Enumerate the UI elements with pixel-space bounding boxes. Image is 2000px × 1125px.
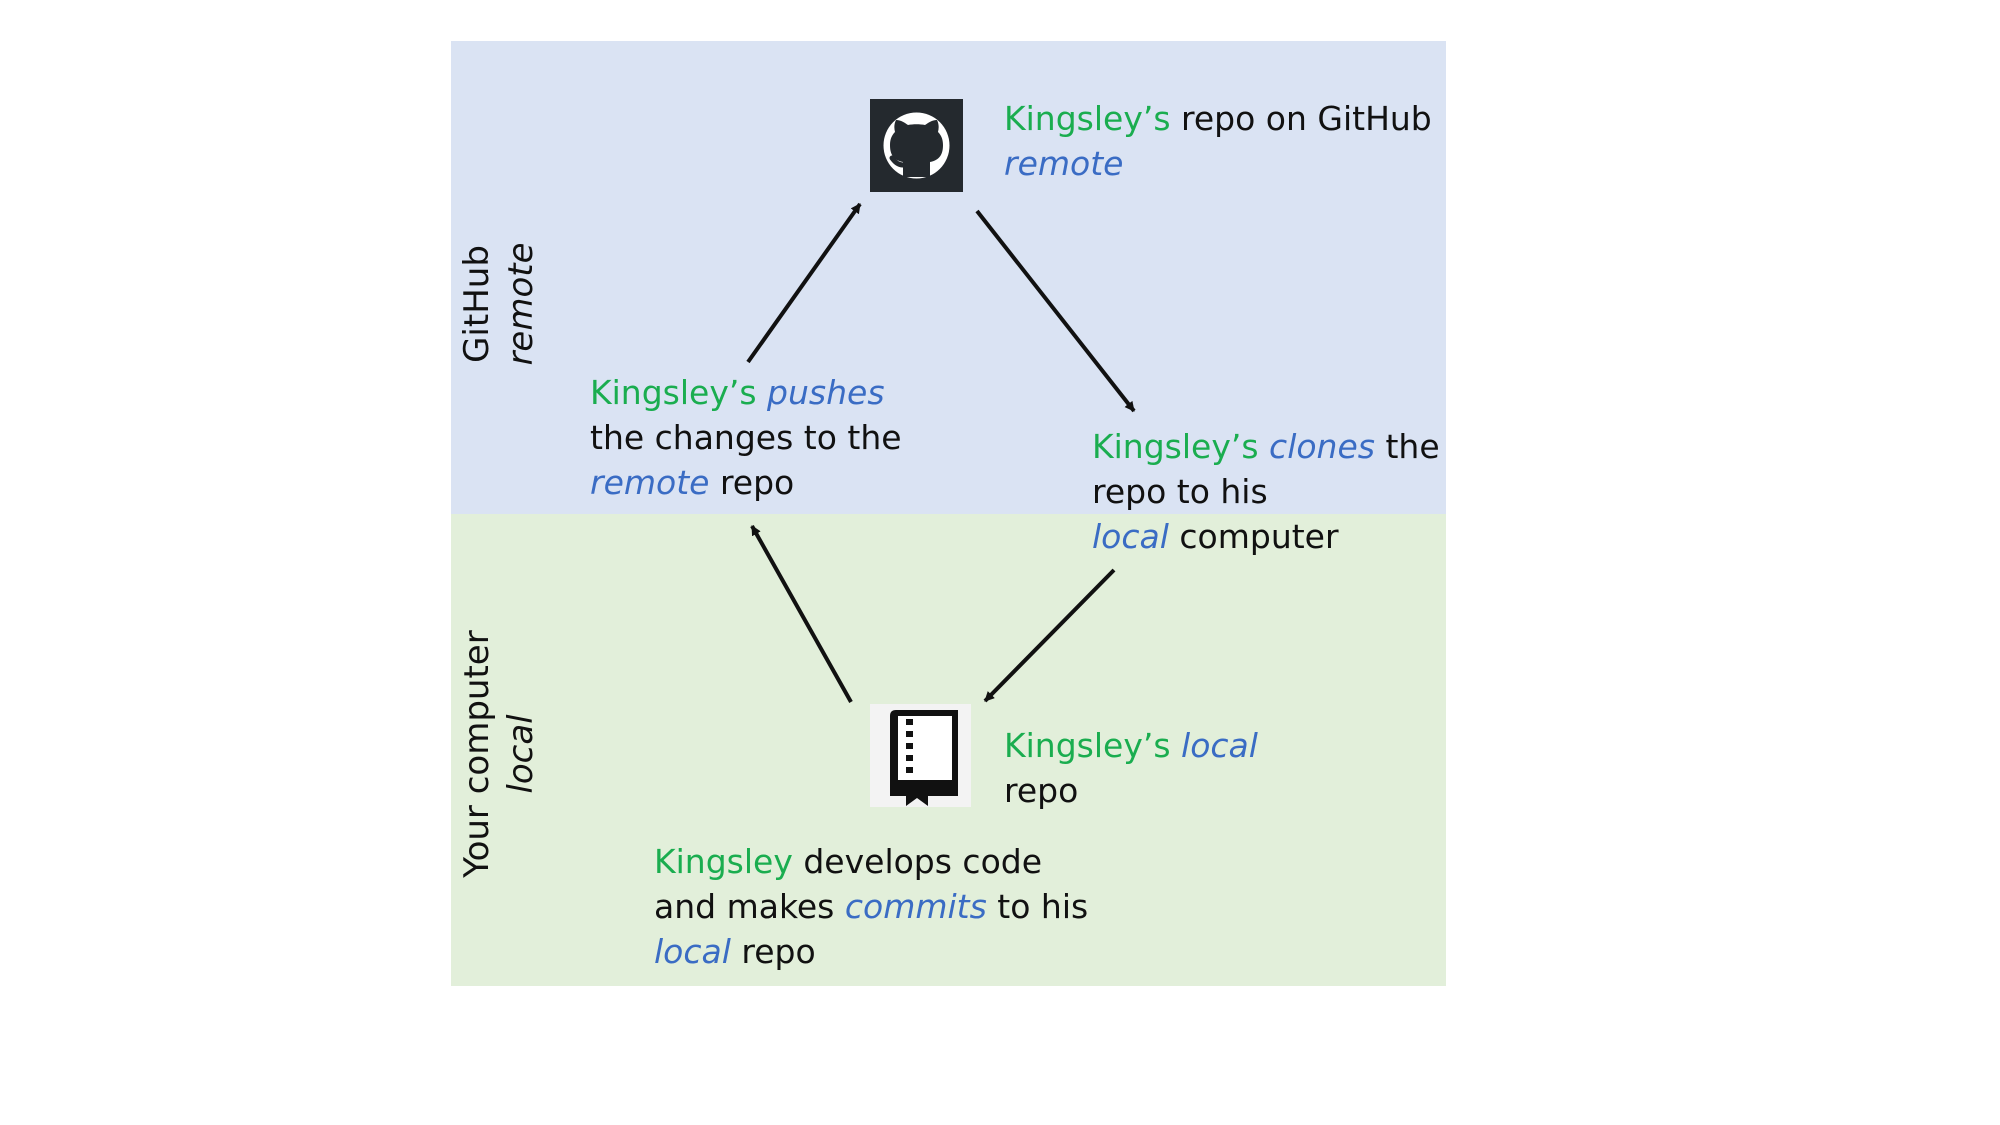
github-octocat-icon [870,99,963,192]
push-line2: the changes to the [590,418,902,457]
commit-line2b: to his [986,887,1089,926]
commit-tail1: develops code [792,842,1043,881]
local-term: local [1181,726,1258,765]
commit-caption: Kingsley develops code and makes commits… [654,839,1088,974]
pushes-term: pushes [767,373,885,412]
remote-zone-subtitle: remote [501,242,541,366]
repo-book-icon [870,704,971,807]
kingsley-name: Kingsley [654,842,793,881]
local-term: local [1092,517,1169,556]
clone-tail1: the [1374,427,1440,466]
clone-caption: Kingsley’s clones the repo to his local … [1092,424,1440,559]
kingsley-name: Kingsley’s [1004,99,1171,138]
local-repo-line2: repo [1004,771,1079,810]
local-repo-caption: Kingsley’s local repo [1004,723,1258,813]
remote-zone-title: GitHub [457,245,497,363]
local-zone-label: Your computer local [455,614,543,894]
push-caption: Kingsley’s pushes the changes to the rem… [590,370,902,505]
local-term: local [654,932,731,971]
local-zone-title: Your computer [457,630,497,878]
kingsley-name: Kingsley’s [590,373,757,412]
kingsley-name: Kingsley’s [1004,726,1171,765]
kingsley-name: Kingsley’s [1092,427,1259,466]
remote-zone-label: GitHub remote [455,184,543,424]
commit-tail3: repo [730,932,816,971]
clone-line2: repo to his [1092,472,1268,511]
local-zone-subtitle: local [501,714,541,794]
commits-term: commits [844,887,987,926]
push-tail: repo [709,463,795,502]
clones-term: clones [1269,427,1375,466]
commit-line2a: and makes [654,887,845,926]
remote-repo-text: repo on GitHub [1170,99,1432,138]
remote-term: remote [1004,144,1124,183]
remote-term: remote [590,463,710,502]
remote-repo-caption: Kingsley’s repo on GitHub remote [1004,96,1432,186]
clone-tail2: computer [1168,517,1339,556]
